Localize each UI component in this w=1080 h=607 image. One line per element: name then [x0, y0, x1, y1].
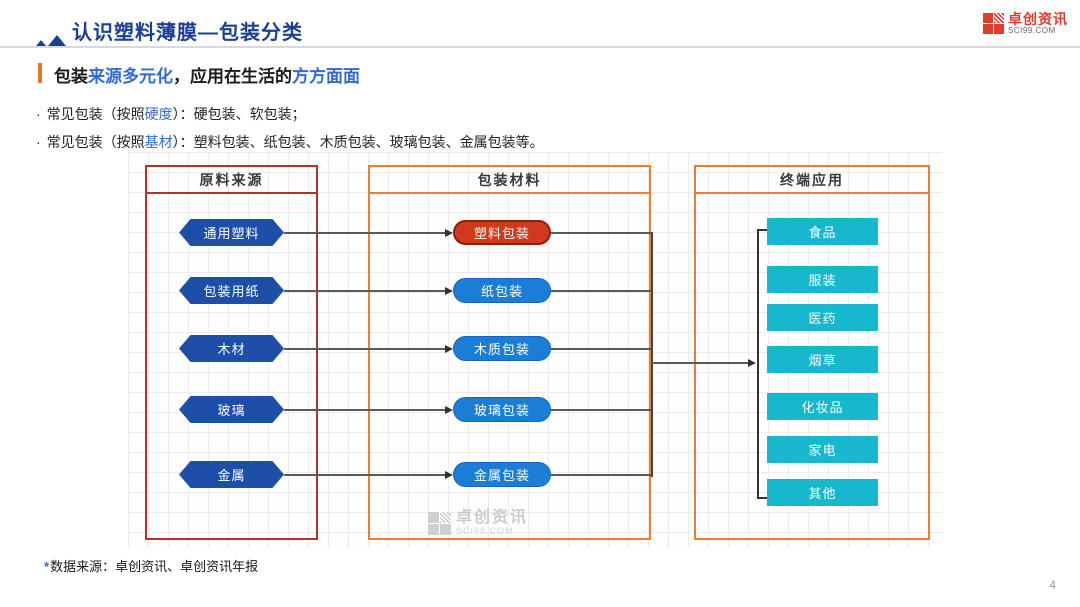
bullet-text: ）：塑料包装、纸包装、木质包装、玻璃包装、金属包装等。: [172, 134, 544, 150]
arrow-connector: [284, 287, 453, 295]
arrow-connector-main: [652, 359, 756, 367]
application-node: 食品: [767, 218, 878, 245]
source-node: 金属: [179, 461, 284, 488]
logo-cell: [440, 523, 451, 535]
watermark-logo-icon: [428, 511, 451, 535]
header-divider: [0, 46, 1080, 48]
heading-part: 包装: [54, 67, 88, 86]
watermark-logo: 卓创资讯 SCI99.COM: [428, 510, 528, 536]
source-node: 玻璃: [179, 396, 284, 423]
logo-cell: [983, 24, 993, 34]
heading-part-em: 来源多元化: [88, 67, 173, 86]
bullet-hardness: · 常见包装（按照硬度）：硬包装、软包装；: [36, 104, 306, 124]
logo-cell-pattern: [440, 511, 451, 523]
arrow-connector: [284, 345, 453, 353]
application-node: 家电: [767, 436, 878, 463]
logo-cell: [428, 511, 439, 523]
application-node: 其他: [767, 479, 878, 506]
decor-triangle-small-icon: [36, 40, 46, 46]
material-node: 纸包装: [453, 278, 551, 303]
material-node-highlighted: 塑料包装: [453, 220, 551, 245]
watermark-name: 卓创资讯: [456, 509, 529, 526]
material-node: 木质包装: [453, 336, 551, 361]
arrow-connector: [284, 406, 453, 414]
watermark-text: 卓创资讯 SCI99.COM: [456, 509, 529, 537]
brand-logo: 卓创资讯 SCI99.COM: [983, 12, 1068, 35]
section-heading: 包装来源多元化，应用在生活的方方面面: [54, 62, 360, 87]
logo-cell-pattern: [994, 13, 1004, 23]
bullet-text: 常见包装（按照: [46, 106, 145, 122]
brand-name: 卓创资讯: [1008, 11, 1068, 27]
bullet-marker: ·: [36, 134, 41, 150]
arrow-connector: [284, 471, 453, 479]
source-node: 包装用纸: [179, 277, 284, 304]
column-title: 原料来源: [147, 167, 316, 194]
column-title: 终端应用: [696, 167, 928, 194]
application-node: 化妆品: [767, 393, 878, 420]
source-node: 通用塑料: [179, 219, 284, 246]
bullet-text: ）：硬包装、软包装；: [172, 106, 306, 122]
line-connector: [551, 232, 652, 234]
line-connector: [551, 474, 652, 476]
application-node: 医药: [767, 304, 878, 331]
bullet-text: 常见包装（按照: [46, 134, 145, 150]
data-source-note: *数据来源：卓创资讯、卓创资讯年报: [44, 556, 258, 575]
source-node: 木材: [179, 335, 284, 362]
logo-cell: [983, 13, 993, 23]
column-end-application: 终端应用: [694, 165, 930, 540]
packaging-flow-diagram: 原料来源 包装材料 终端应用 通用塑料 包装用纸 木材 玻璃 金属 塑料包装 纸…: [128, 152, 942, 548]
column-raw-material-source: 原料来源: [145, 165, 318, 540]
logo-cell: [994, 24, 1004, 34]
heading-part: ，应用在生活的: [173, 67, 292, 86]
page-title: 认识塑料薄膜—包装分类: [72, 22, 303, 44]
logo-cell: [428, 523, 439, 535]
material-node: 金属包装: [453, 462, 551, 487]
vertical-bus-line: [651, 232, 653, 477]
bullet-text-em: 硬度: [144, 106, 173, 122]
line-connector: [551, 409, 652, 411]
application-node: 服装: [767, 266, 878, 293]
footnote-text: 数据来源：卓创资讯、卓创资讯年报: [50, 559, 259, 574]
footnote-star: *: [44, 559, 50, 574]
line-connector: [551, 348, 652, 350]
heading-part-em: 方方面面: [292, 67, 360, 86]
watermark-domain: SCI99.COM: [456, 526, 514, 536]
material-node: 玻璃包装: [453, 397, 551, 422]
section-accent-bar: [38, 63, 42, 83]
bullet-material: · 常见包装（按照基材）：塑料包装、纸包装、木质包装、玻璃包装、金属包装等。: [36, 132, 544, 152]
bullet-marker: ·: [36, 106, 41, 122]
column-packaging-material: 包装材料: [368, 165, 651, 540]
column-title: 包装材料: [370, 167, 649, 194]
bullet-text-em: 基材: [144, 134, 173, 150]
arrow-connector: [284, 229, 453, 237]
page-number: 4: [1049, 578, 1056, 592]
brand-logo-icon: [983, 13, 1004, 34]
line-connector: [551, 290, 652, 292]
application-node: 烟草: [767, 346, 878, 373]
brand-logo-text: 卓创资讯 SCI99.COM: [1008, 12, 1068, 35]
decor-triangle-big-icon: [48, 35, 66, 46]
brand-domain: SCI99.COM: [1008, 26, 1056, 35]
group-bracket: [757, 229, 769, 499]
